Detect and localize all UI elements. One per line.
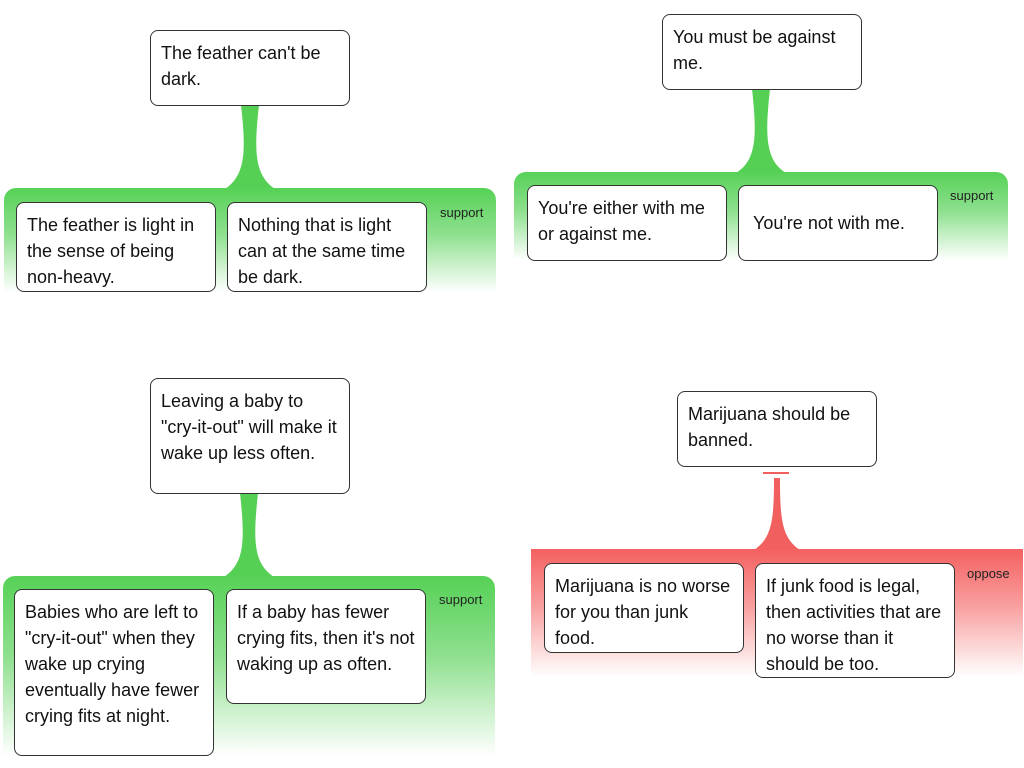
claim-box-3: Leaving a baby to "cry-it-out" will make… [150,378,350,494]
claim-box-2: You must be against me. [662,14,862,90]
premise-box-1a: The feather is light in the sense of bei… [16,202,216,292]
support-connector-1 [225,105,275,189]
oppose-connector-4 [754,478,800,550]
relation-label-3: support [439,592,483,607]
relation-label-1: support [440,205,484,220]
support-connector-2 [736,89,786,173]
premise-box-4a: Marijuana is no worse for you than junk … [544,563,744,653]
premise-box-2b: You're not with me. [738,185,938,261]
premise-box-3b: If a baby has fewer crying fits, then it… [226,589,426,704]
premise-box-2a: You're either with me or against me. [527,185,727,261]
claim-box-4: Marijuana should be banned. [677,391,877,467]
premise-box-4b: If junk food is legal, then activities t… [755,563,955,678]
claim-box-1: The feather can't be dark. [150,30,350,106]
relation-label-4: oppose [967,566,1010,581]
support-connector-3 [224,493,274,577]
relation-label-2: support [950,188,994,203]
premise-box-3a: Babies who are left to "cry-it-out" when… [14,589,214,756]
premise-box-1b: Nothing that is light can at the same ti… [227,202,427,292]
